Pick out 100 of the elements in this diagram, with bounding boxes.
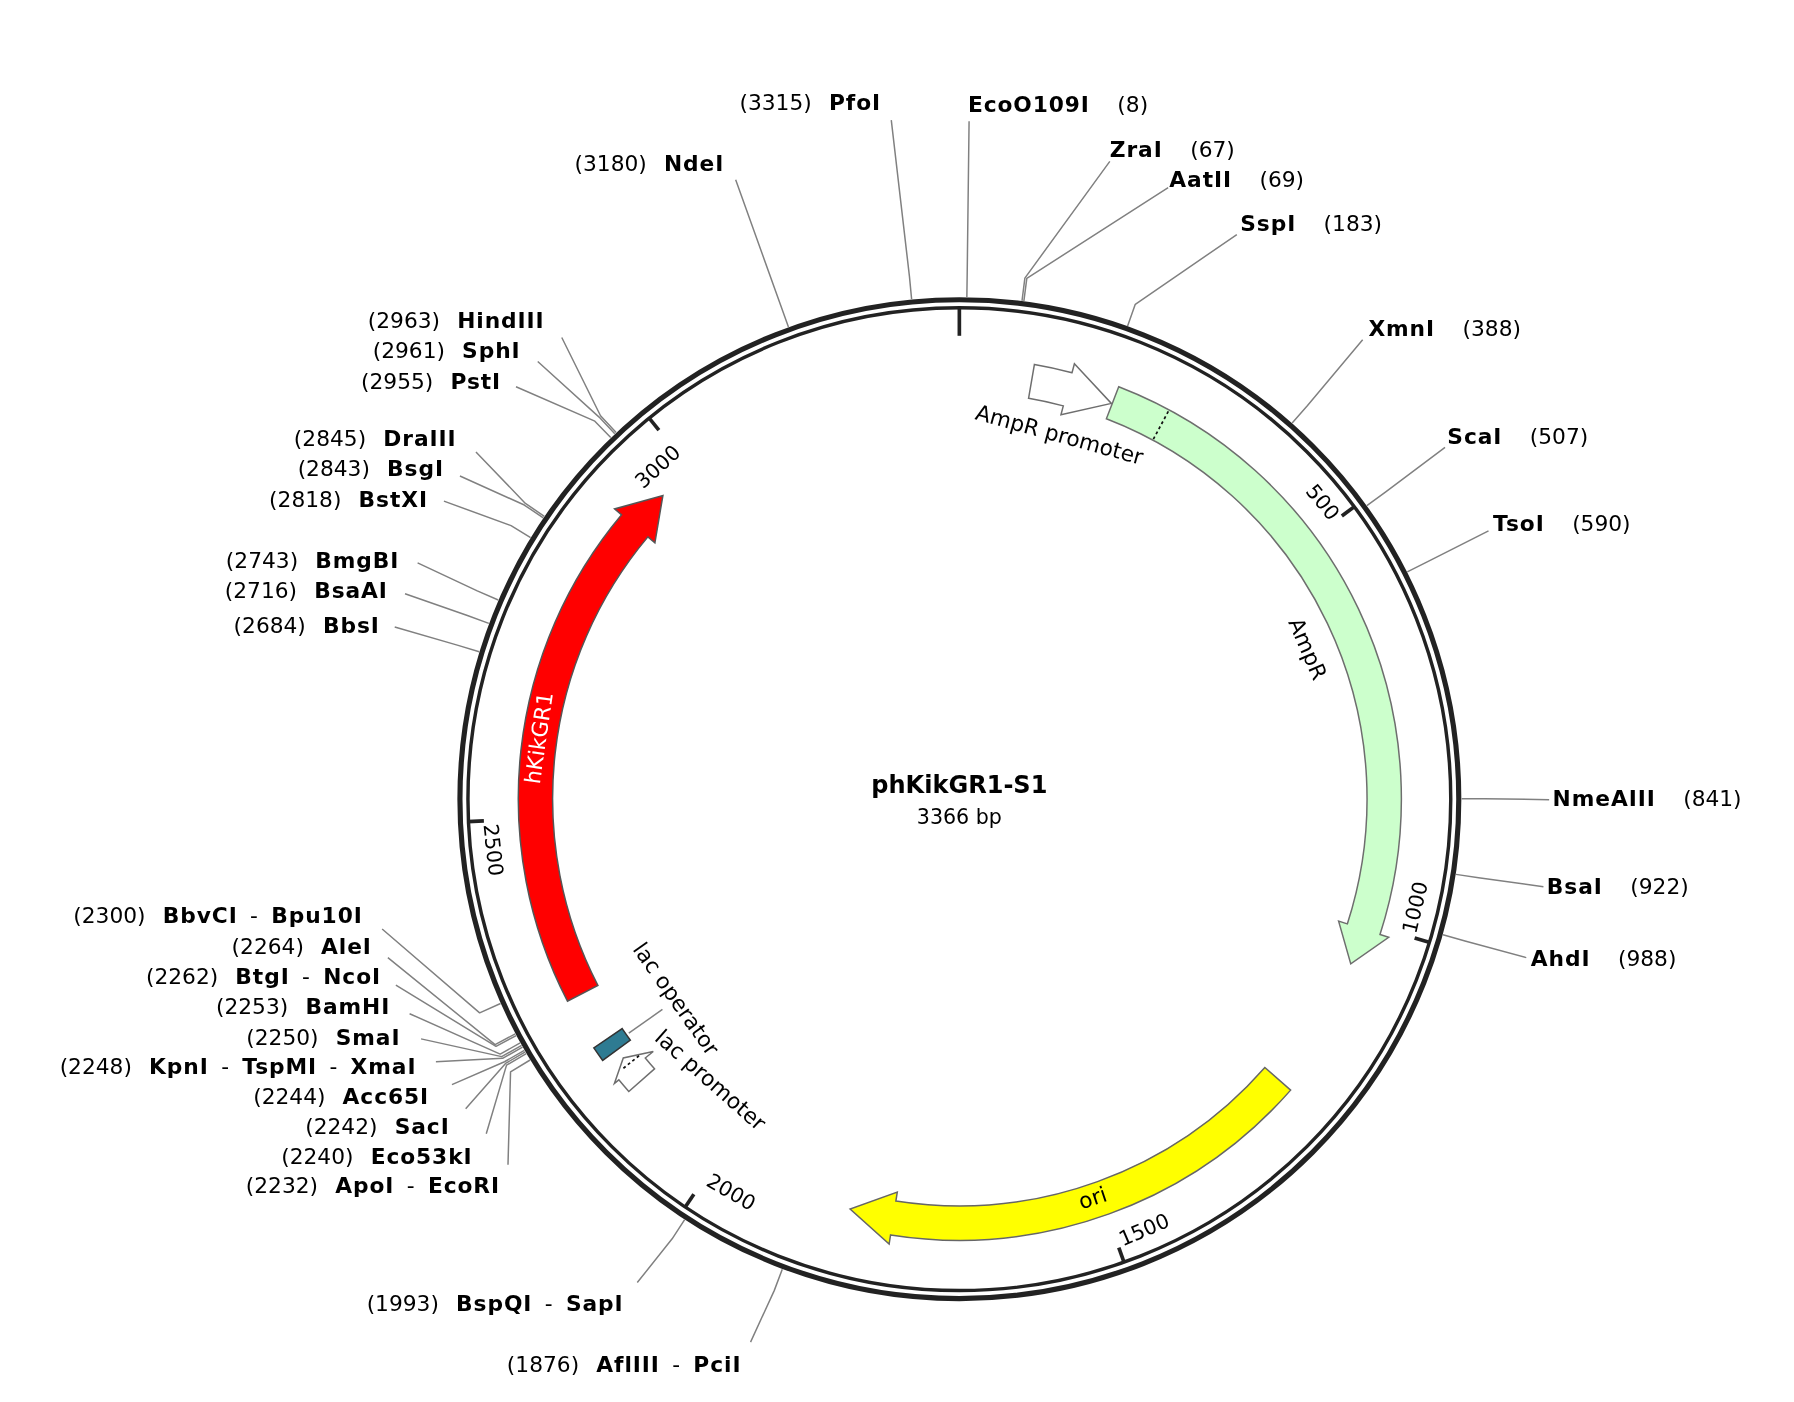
leader-line	[628, 1008, 664, 1034]
leader-line	[464, 1051, 527, 1110]
site-position: (2244)	[253, 1084, 326, 1110]
enzyme-name: AflIII - PciI	[596, 1352, 742, 1378]
leader-line	[1021, 160, 1111, 302]
enzyme-name: PstI	[450, 369, 502, 395]
site-position: (2818)	[269, 487, 342, 513]
site-position: (2961)	[372, 338, 445, 364]
site-position: (922)	[1630, 874, 1689, 900]
leader-line	[1455, 873, 1545, 888]
leader-line	[451, 1049, 526, 1086]
leader-line	[890, 119, 913, 300]
leader-line	[749, 1268, 784, 1343]
leader-line	[1291, 339, 1364, 424]
leader-line	[561, 336, 617, 434]
enzyme-name: SmaI	[335, 1025, 401, 1051]
enzyme-name: XmnI	[1368, 317, 1436, 342]
site-position: (2262)	[145, 964, 219, 990]
leader-line	[381, 928, 502, 1014]
site-position: (2250)	[246, 1025, 319, 1051]
leader-line	[420, 1038, 523, 1058]
site-position: (2716)	[224, 579, 298, 604]
leader-line	[537, 360, 616, 435]
enzyme-name: HindIII	[457, 309, 545, 334]
tick-label: 1500	[1116, 1210, 1173, 1251]
enzyme-name: BsaAI	[314, 579, 388, 604]
leader-line	[443, 500, 532, 539]
enzyme-name: NdeI	[663, 151, 725, 177]
site-position: (388)	[1462, 317, 1521, 342]
site-position: (2242)	[305, 1114, 378, 1140]
site-position: (988)	[1617, 946, 1677, 972]
site-position: (183)	[1323, 211, 1383, 237]
leader-line	[636, 1218, 686, 1284]
enzyme-name: BbsI	[323, 613, 380, 639]
site-position: (2253)	[215, 994, 289, 1020]
enzyme-name: PfoI	[828, 90, 881, 116]
leader-line	[966, 120, 970, 298]
leader-line	[1460, 797, 1550, 801]
site-position: (590)	[1572, 511, 1631, 537]
leader-line	[394, 626, 480, 653]
leader-line	[734, 178, 790, 328]
enzyme-name: BmgBI	[315, 548, 400, 574]
site-position: (2843)	[297, 456, 370, 482]
enzyme-name: BtgI - NcoI	[235, 964, 381, 990]
site-position: (2264)	[231, 934, 304, 960]
enzyme-name: EcoO109I	[967, 92, 1090, 118]
tick-label: 500	[1301, 480, 1343, 524]
site-position: (67)	[1190, 137, 1235, 163]
tick-label: 2500	[479, 823, 507, 878]
enzyme-name: ApoI - EcoRI	[335, 1173, 500, 1199]
site-position: (2845)	[293, 426, 367, 452]
site-position: (1993)	[366, 1291, 439, 1317]
leader-line	[416, 562, 500, 601]
enzyme-name: BamHI	[305, 994, 391, 1020]
site-position: (507)	[1529, 424, 1589, 450]
enzyme-name: AhdI	[1530, 946, 1591, 972]
feature-label: hKikGR1	[520, 690, 558, 786]
enzyme-name: AatII	[1169, 167, 1232, 193]
site-position: (2232)	[245, 1173, 319, 1199]
leader-line	[485, 1052, 527, 1135]
site-position: (8)	[1117, 92, 1149, 118]
enzyme-name: SphI	[462, 338, 521, 364]
enzyme-name: BsaI	[1546, 874, 1603, 900]
enzyme-name: ScaI	[1447, 424, 1503, 450]
leader-line	[408, 1012, 521, 1055]
leader-line	[507, 1059, 531, 1166]
leader-line	[404, 593, 490, 625]
enzyme-name: KpnI - TspMI - XmaI	[149, 1055, 417, 1080]
leader-line	[1406, 530, 1490, 573]
enzyme-name: Eco53kI	[370, 1144, 473, 1170]
leader-line	[1023, 186, 1169, 302]
enzyme-name: BsgI	[387, 456, 444, 482]
enzyme-name: DraIII	[383, 426, 457, 452]
enzyme-name: SspI	[1240, 211, 1297, 237]
enzyme-name: AleI	[321, 934, 372, 960]
feature-label: ori	[1075, 1182, 1111, 1215]
leader-line	[1442, 934, 1527, 959]
site-position: (1876)	[506, 1352, 580, 1378]
enzyme-name: Acc65I	[342, 1084, 430, 1110]
site-position: (3315)	[739, 90, 812, 116]
site-position: (2743)	[225, 548, 299, 574]
leader-line	[435, 1046, 524, 1063]
leader-line	[1366, 446, 1446, 507]
site-position: (3180)	[574, 151, 647, 177]
tick-label: 1000	[1399, 879, 1432, 936]
enzyme-name: TsoI	[1493, 511, 1545, 537]
leader-line	[395, 984, 517, 1048]
site-position: (2300)	[73, 903, 146, 929]
leader-line	[387, 956, 517, 1046]
site-position: (69)	[1259, 167, 1305, 193]
enzyme-name: SacI	[394, 1114, 450, 1140]
enzyme-name: BstXI	[358, 487, 428, 513]
site-position: (2240)	[281, 1144, 354, 1170]
enzyme-name: NmeAIII	[1552, 786, 1656, 812]
site-position: (2248)	[59, 1055, 132, 1080]
site-position: (841)	[1683, 786, 1742, 812]
leader-line	[475, 451, 546, 518]
enzyme-name: ZraI	[1109, 137, 1163, 163]
leader-line	[515, 385, 612, 439]
site-position: (2684)	[233, 613, 306, 639]
